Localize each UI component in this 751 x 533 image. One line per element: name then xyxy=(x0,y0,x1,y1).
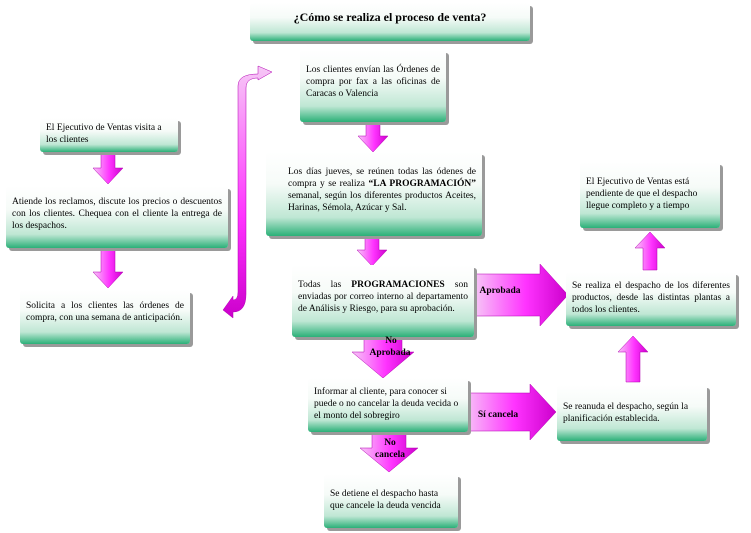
arrow-not-pays xyxy=(359,431,419,473)
arrow-not-approved xyxy=(351,335,415,379)
arrow-resume-to-dispatch xyxy=(617,335,649,383)
meeting-text-post: semanal, según los diferentes productos … xyxy=(288,191,476,213)
arrow-request-to-orders xyxy=(222,65,273,319)
label-pays: Sí cancela xyxy=(477,410,519,420)
step-meeting: Los días jueves, se reúnen todas las óde… xyxy=(266,152,482,236)
arrow-approved xyxy=(473,263,569,327)
step-pending: El Ejecutivo de Ventas está pendiente de… xyxy=(580,162,720,228)
label-not-pays-1: No xyxy=(384,438,396,448)
step-send-orders: Los clientes envían las Órdenes de compr… xyxy=(300,50,446,122)
programs-text-bold: PROGRAMACIONES xyxy=(351,280,445,290)
arrow-meeting-to-programs xyxy=(356,235,388,267)
programs-text-pre: Todas las xyxy=(298,280,352,290)
arrow-attend-to-request xyxy=(92,247,124,289)
step-request: Solicita a los clientes las órdenes de c… xyxy=(20,290,190,344)
step-inform: Informar al cliente, para conocer si pue… xyxy=(308,378,468,432)
arrow-orders-to-meeting xyxy=(357,121,389,153)
label-not-approved-1: No xyxy=(385,336,397,346)
step-resume: Se reanuda el despacho, según la planifi… xyxy=(557,385,707,441)
label-not-approved-2: Aprobada xyxy=(369,348,411,358)
label-not-pays-2: cancela xyxy=(374,450,406,460)
meeting-text-pre: Los días jueves, se reúnen todas las óde… xyxy=(288,167,476,189)
label-approved: Aprobada xyxy=(479,286,521,296)
page-title: ¿Cómo se realiza el proceso de venta? xyxy=(250,3,530,41)
meeting-text-bold: “LA PROGRAMACIÓN” xyxy=(368,179,476,189)
programs-text-post: son enviadas por correo interno al depar… xyxy=(298,280,469,314)
step-programs: Todas las PROGRAMACIONES son enviadas po… xyxy=(292,265,474,337)
step-stop: Se detiene el despacho hasta que cancele… xyxy=(324,474,458,528)
step-visit: El Ejecutivo de Ventas visita a los clie… xyxy=(40,118,178,152)
step-dispatch: Se realiza el despacho de los diferentes… xyxy=(566,272,736,326)
arrow-dispatch-to-pending xyxy=(634,231,666,271)
arrow-visit-to-attend xyxy=(92,151,124,185)
arrow-pays xyxy=(463,383,557,441)
step-attend: Atiende los reclamos, discute los precio… xyxy=(6,186,228,248)
